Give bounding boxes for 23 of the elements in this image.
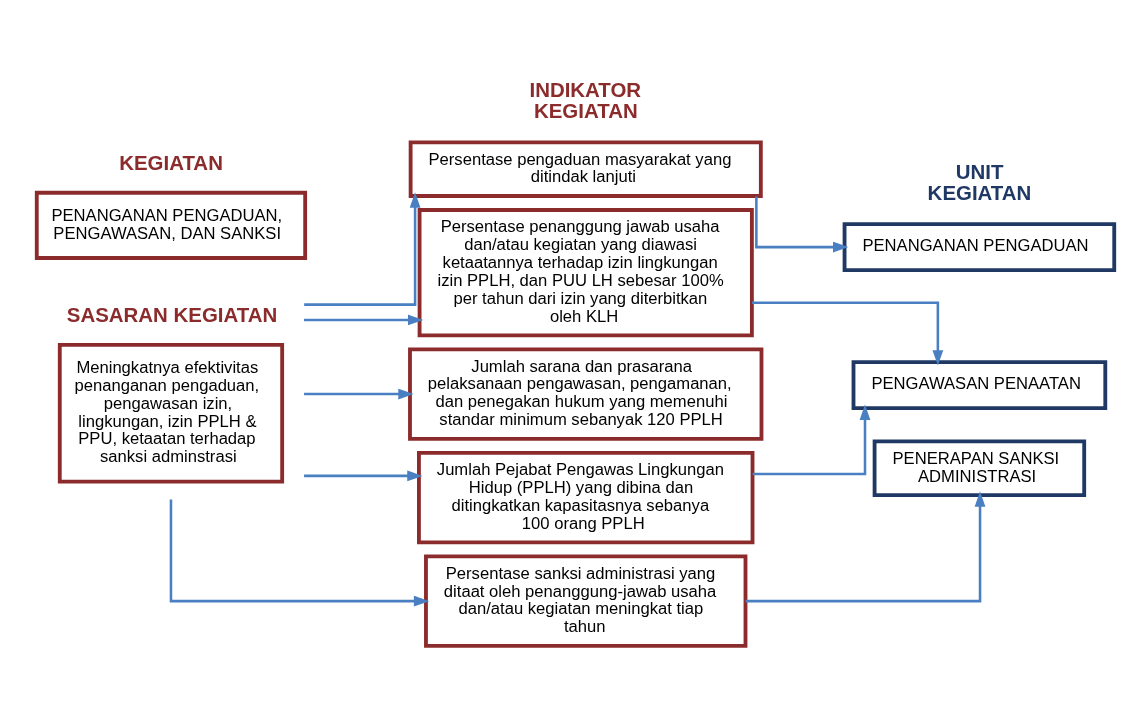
arrow xyxy=(304,470,423,482)
arrow xyxy=(755,196,849,253)
label: INDIKATOR KEGIATAN xyxy=(529,78,642,122)
node-label: SASARAN KEGIATAN xyxy=(66,303,278,327)
arrow xyxy=(752,301,944,366)
node-box: Persentase penanggung jawab usaha dan/atau kegiatan yang diawasi ketaatannya terhadap izin lingkungan izin PPLH, dan PUU LH sebesar 100% per tahun dari izin yang diterbitkan oleh KLH xyxy=(417,208,754,338)
node-box: PENANGANAN PENGADUAN xyxy=(842,222,1117,273)
arrow xyxy=(304,314,424,326)
node-box: Meningkatnya efektivitas penanganan pengaduan, pengawasan izin, lingkungan, izin PPLH & PPU, ketaatan terhadap sanksi adminstrasi xyxy=(57,342,285,484)
node-box: Jumlah sarana dan prasarana pelaksanaan pengawasan, pengamanan, dan penegakan hukum yang memenuhi standar minimum sebanyak 120 PPLH xyxy=(408,347,764,441)
node-box: Persentase pengaduan masyarakat yang ditindak lanjuti xyxy=(408,140,763,198)
node-box: Persentase sanksi administrasi yang ditaat oleh penanggung-jawab usaha dan/atau kegiatan meningkat tiap tahun xyxy=(424,554,748,648)
arrow xyxy=(745,491,986,603)
arrow xyxy=(752,404,871,476)
label: UNIT KEGIATAN xyxy=(927,160,1032,204)
arrow xyxy=(169,499,430,607)
node-box: PENANGANAN PENGADUAN, PENGAWASAN, DAN SANKSI xyxy=(34,190,308,260)
node-label: KEGIATAN xyxy=(119,151,223,175)
node-box: Jumlah Pejabat Pengawas Lingkungan Hidup (PPLH) yang dibina dan ditingkatkan kapasitasnya sebanya 100 orang PPLH xyxy=(417,450,755,545)
node-box: PENGAWASAN PENAATAN xyxy=(851,360,1108,411)
arrow xyxy=(304,388,414,400)
arrow xyxy=(304,192,421,306)
node-box: PENERAPAN SANKSI ADMINISTRASI xyxy=(872,439,1087,497)
